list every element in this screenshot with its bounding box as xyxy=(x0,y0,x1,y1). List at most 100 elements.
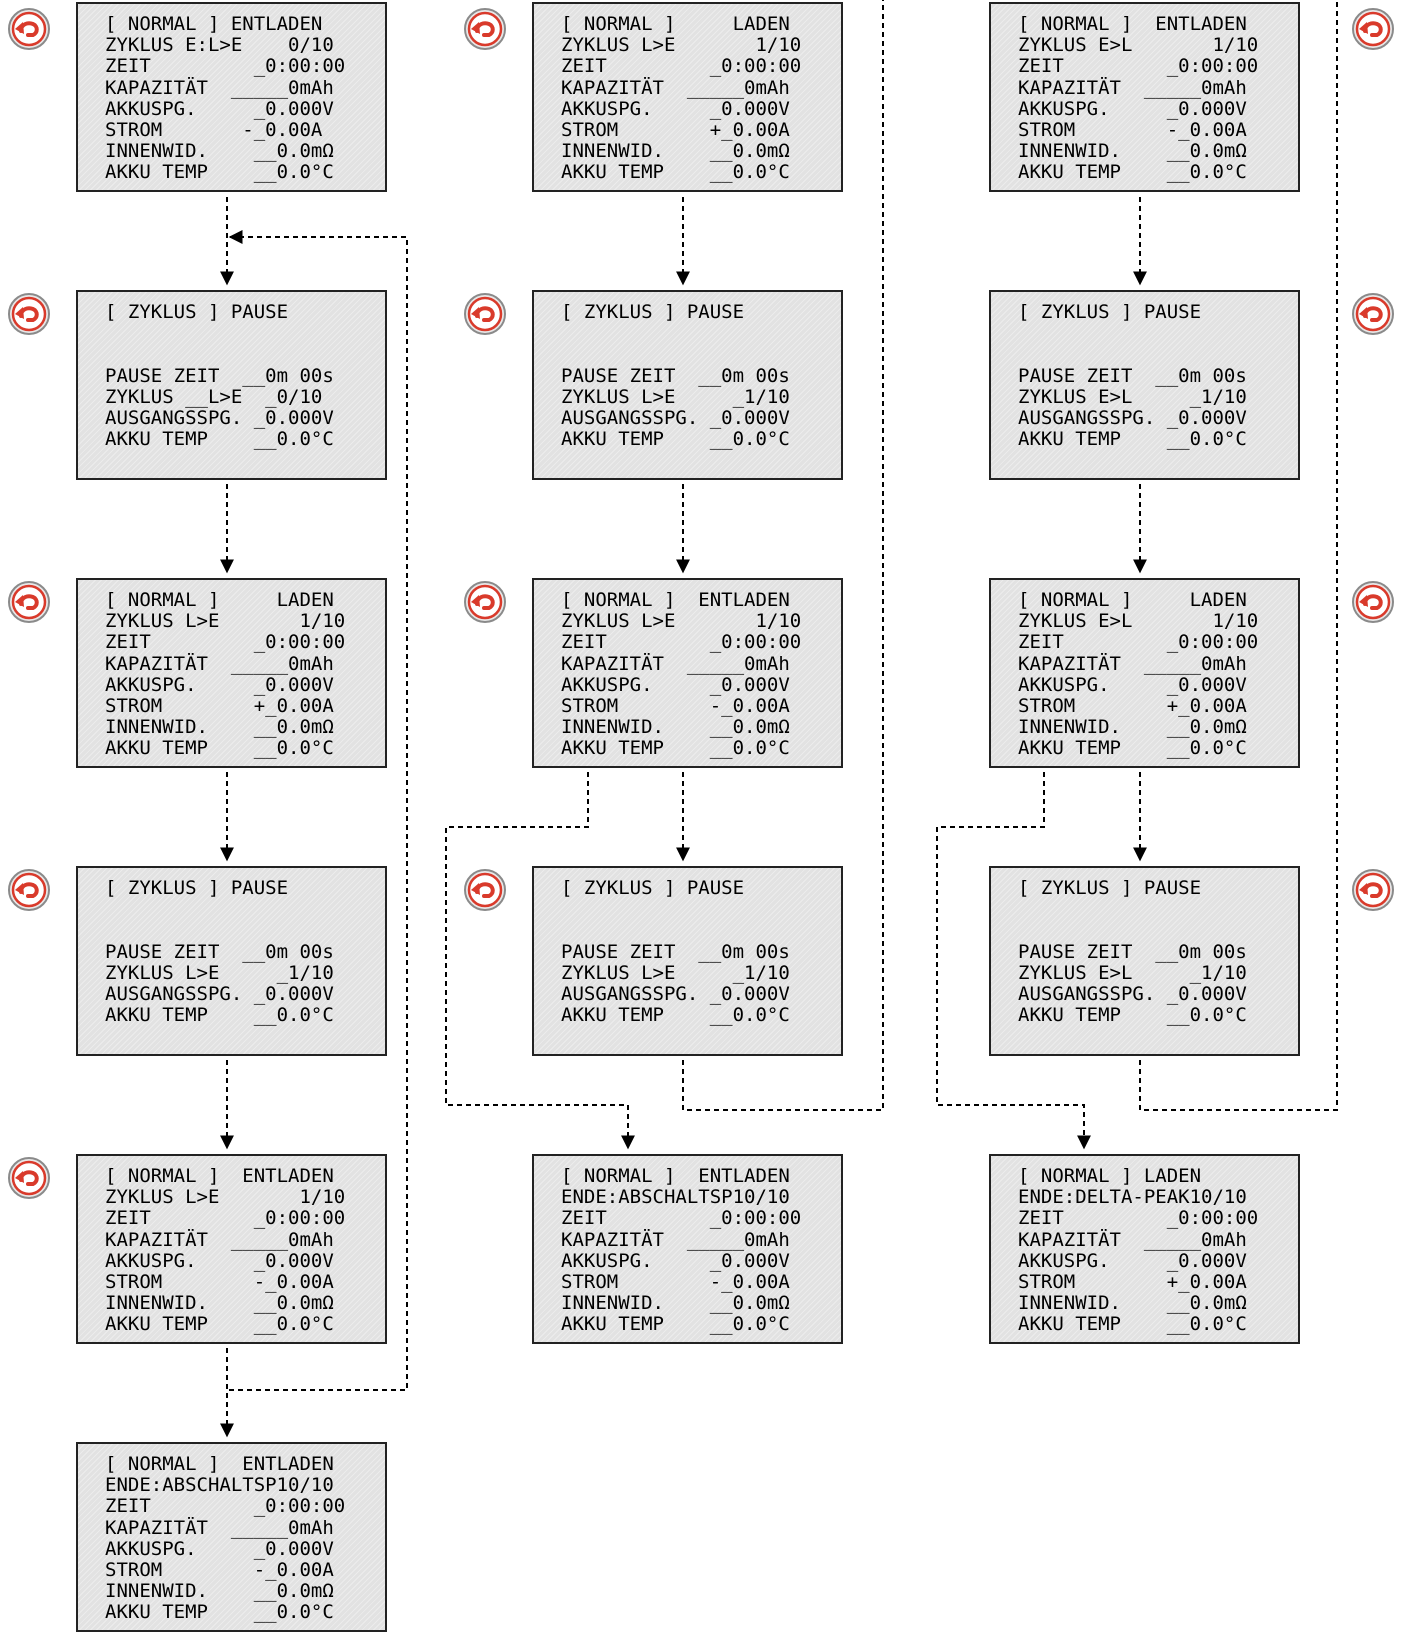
lcd-line: ZEIT _0:00:00 xyxy=(105,1495,346,1518)
lcd-line: KAPAZITÄT _____0mAh xyxy=(1018,76,1247,99)
lcd-line: ZEIT _0:00:00 xyxy=(561,55,802,78)
undo-arrow-icon[interactable] xyxy=(463,7,507,51)
lcd-line: ZEIT _0:00:00 xyxy=(1018,631,1259,654)
lcd-line: AUSGANGSSPG. _0.000V xyxy=(1018,406,1247,429)
lcd-line: AKKU TEMP __0.0°C xyxy=(1018,737,1247,760)
lcd-line: ZYKLUS L>E 1/10 xyxy=(105,1186,346,1209)
lcd-line: [ ZYKLUS ] PAUSE xyxy=(561,301,745,323)
lcd-line: [ NORMAL ] ENTLADEN xyxy=(105,13,323,35)
lcd-line: [ NORMAL ] ENTLADEN xyxy=(1018,13,1247,35)
lcd-line xyxy=(1018,323,1298,344)
lcd-line: ZYKLUS E>L _1/10 xyxy=(1018,385,1247,408)
lcd-line: ZYKLUS E>L 1/10 xyxy=(1018,34,1259,57)
lcd-line: [ ZYKLUS ] PAUSE xyxy=(105,877,289,899)
undo-arrow-icon[interactable] xyxy=(463,868,507,912)
undo-arrow-icon[interactable] xyxy=(7,580,51,624)
lcd-line: KAPAZITÄT _____0mAh xyxy=(1018,1228,1247,1251)
lcd-line: AKKUSPG. _0.000V xyxy=(561,673,790,696)
lcd-line: ZYKLUS E:L>E 0/10 xyxy=(105,34,334,57)
lcd-line: [ NORMAL ] LADEN xyxy=(561,13,790,35)
lcd-line xyxy=(105,920,385,941)
lcd-line: ENDE:DELTA-PEAK10/10 xyxy=(1018,1186,1247,1209)
lcd-line: INNENWID. __0.0mΩ xyxy=(561,1292,790,1315)
lcd-line: ENDE:ABSCHALTSP10/10 xyxy=(561,1186,790,1209)
lcd-line: AKKUSPG. _0.000V xyxy=(105,1249,334,1272)
lcd-line: ZEIT _0:00:00 xyxy=(1018,1207,1259,1230)
lcd-line: INNENWID. __0.0mΩ xyxy=(105,140,334,163)
lcd-line: KAPAZITÄT _____0mAh xyxy=(561,76,790,99)
lcd-line: [ NORMAL ] ENTLADEN xyxy=(561,1165,790,1187)
undo-arrow-icon[interactable] xyxy=(7,7,51,51)
lcd-line: KAPAZITÄT _____0mAh xyxy=(561,1228,790,1251)
undo-arrow-icon[interactable] xyxy=(1351,7,1395,51)
undo-arrow-icon[interactable] xyxy=(463,292,507,336)
lcd-line: AKKU TEMP __0.0°C xyxy=(1018,161,1247,184)
lcd-line: PAUSE ZEIT __0m 00s xyxy=(1018,364,1247,387)
lcd-line: AUSGANGSSPG. _0.000V xyxy=(561,982,790,1005)
lcd-line: ZYKLUS L>E 1/10 xyxy=(561,34,802,57)
undo-arrow-icon[interactable] xyxy=(7,868,51,912)
lcd-line: ZYKLUS L>E _1/10 xyxy=(561,961,790,984)
lcd-line: ZEIT _0:00:00 xyxy=(105,1207,346,1230)
lcd-line: ZEIT _0:00:00 xyxy=(561,1207,802,1230)
undo-arrow-icon[interactable] xyxy=(7,1156,51,1200)
loop-back-line-right xyxy=(1139,0,1338,1111)
lcd-line xyxy=(561,899,841,920)
lcd-line: INNENWID. __0.0mΩ xyxy=(105,1292,334,1315)
lcd-line: STROM -_0.00A xyxy=(561,694,790,717)
lcd-line: AKKUSPG. _0.000V xyxy=(105,673,334,696)
lcd-line: AKKU TEMP __0.0°C xyxy=(105,161,334,184)
undo-arrow-icon[interactable] xyxy=(1351,292,1395,336)
lcd-line xyxy=(105,323,385,344)
lcd-line xyxy=(105,344,385,365)
lcd-line: AKKUSPG. _0.000V xyxy=(561,97,790,120)
lcd-line: [ NORMAL ] ENTLADEN xyxy=(561,589,790,611)
lcd-line: STROM -_0.00A xyxy=(105,1558,334,1581)
lcd-line: INNENWID. __0.0mΩ xyxy=(561,140,790,163)
lcd-line: KAPAZITÄT _____0mAh xyxy=(105,76,334,99)
lcd-line xyxy=(561,323,841,344)
lcd-line: ZYKLUS E>L 1/10 xyxy=(1018,610,1259,633)
lcd-line: AKKU TEMP __0.0°C xyxy=(105,1601,334,1624)
lcd-line: INNENWID. __0.0mΩ xyxy=(1018,716,1247,739)
lcd-line: AKKU TEMP __0.0°C xyxy=(105,1004,334,1027)
lcd-line: AKKUSPG. _0.000V xyxy=(561,1249,790,1272)
lcd-line: AKKUSPG. _0.000V xyxy=(1018,97,1247,120)
lcd-line: KAPAZITÄT _____0mAh xyxy=(105,1228,334,1251)
lcd-line: ZYKLUS L>E 1/10 xyxy=(561,610,802,633)
lcd-line: AKKUSPG. _0.000V xyxy=(105,1537,334,1560)
undo-arrow-icon[interactable] xyxy=(1351,580,1395,624)
lcd-line: ZEIT _0:00:00 xyxy=(1018,55,1259,78)
lcd-line: [ NORMAL ] ENTLADEN xyxy=(105,1165,334,1187)
lcd-line: AKKUSPG. _0.000V xyxy=(1018,1249,1247,1272)
lcd-line xyxy=(1018,344,1298,365)
lcd-line xyxy=(561,920,841,941)
undo-arrow-icon[interactable] xyxy=(1351,868,1395,912)
lcd-line xyxy=(1018,899,1298,920)
lcd-line: AKKU TEMP __0.0°C xyxy=(561,1313,790,1336)
lcd-line: STROM +_0.00A xyxy=(1018,694,1247,717)
lcd-line: ZYKLUS L>E _1/10 xyxy=(561,385,790,408)
undo-arrow-icon[interactable] xyxy=(463,580,507,624)
lcd-line: AKKUSPG. _0.000V xyxy=(105,97,334,120)
lcd-line: KAPAZITÄT _____0mAh xyxy=(105,1516,334,1539)
lcd-line: [ ZYKLUS ] PAUSE xyxy=(105,301,289,323)
lcd-line: AKKU TEMP __0.0°C xyxy=(1018,428,1247,451)
lcd-line: INNENWID. __0.0mΩ xyxy=(561,716,790,739)
lcd-line: AKKU TEMP __0.0°C xyxy=(561,1004,790,1027)
lcd-line: PAUSE ZEIT __0m 00s xyxy=(561,364,790,387)
lcd-line: AUSGANGSSPG. _0.000V xyxy=(105,982,334,1005)
lcd-line: [ NORMAL ] LADEN xyxy=(1018,589,1247,611)
undo-arrow-icon[interactable] xyxy=(7,292,51,336)
lcd-line: INNENWID. __0.0mΩ xyxy=(1018,1292,1247,1315)
